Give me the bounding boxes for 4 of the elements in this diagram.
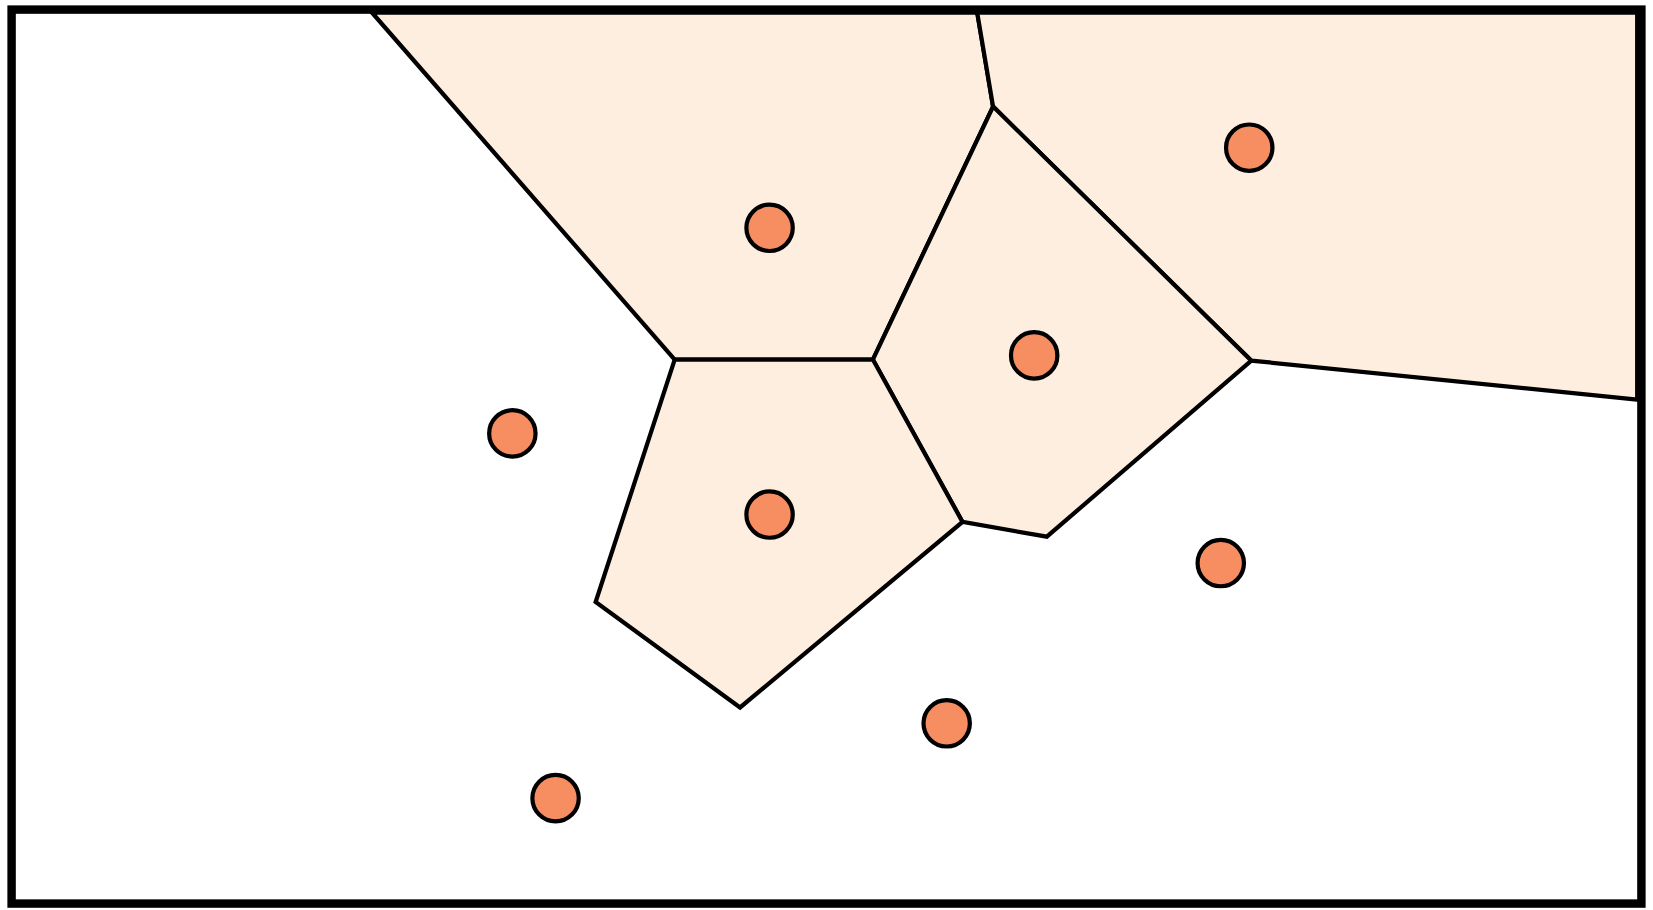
site-point bbox=[1195, 537, 1247, 589]
site-point bbox=[921, 698, 972, 749]
site-point bbox=[530, 772, 581, 824]
site-point bbox=[487, 408, 538, 459]
